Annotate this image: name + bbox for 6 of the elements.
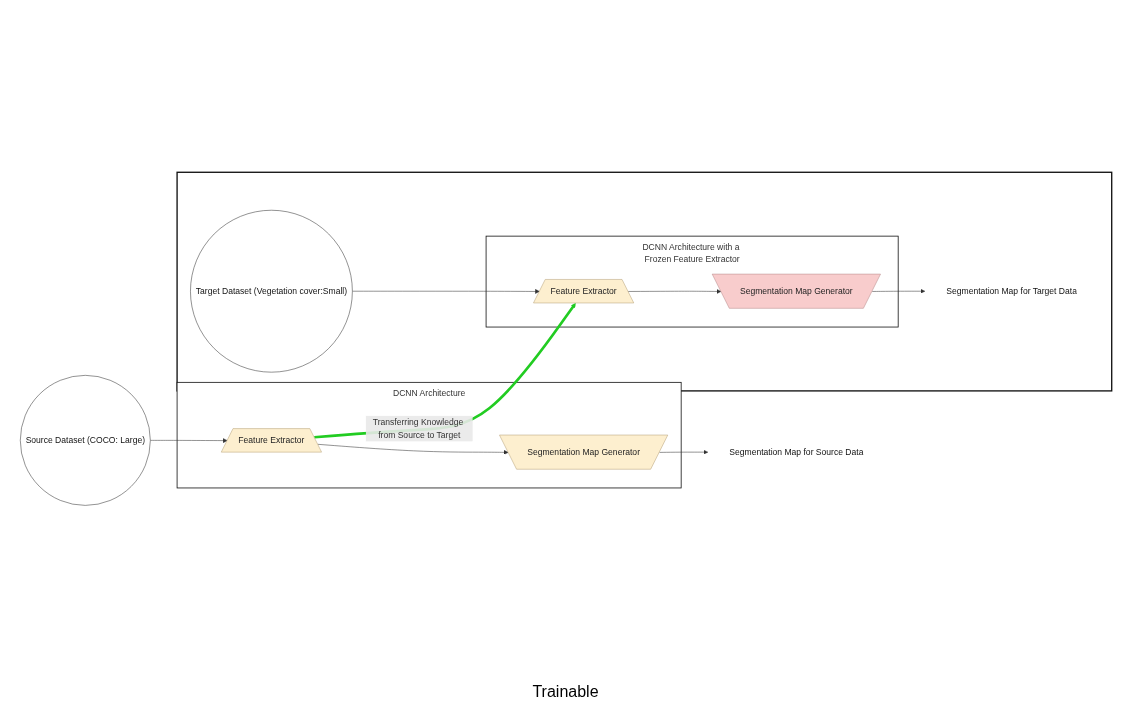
node-text: Segmentation Map for Target Data xyxy=(945,286,1077,296)
node-circle: Target Dataset (Vegetation cover:Small) xyxy=(189,209,353,373)
node-text: Segmentation Map for Source Data xyxy=(728,446,863,457)
note-text: Trainable xyxy=(532,683,599,701)
edge-label: Transferring Knowledge from Source to Target xyxy=(372,417,463,439)
node-circle: Source Dataset (COCO: Large) xyxy=(19,374,151,506)
